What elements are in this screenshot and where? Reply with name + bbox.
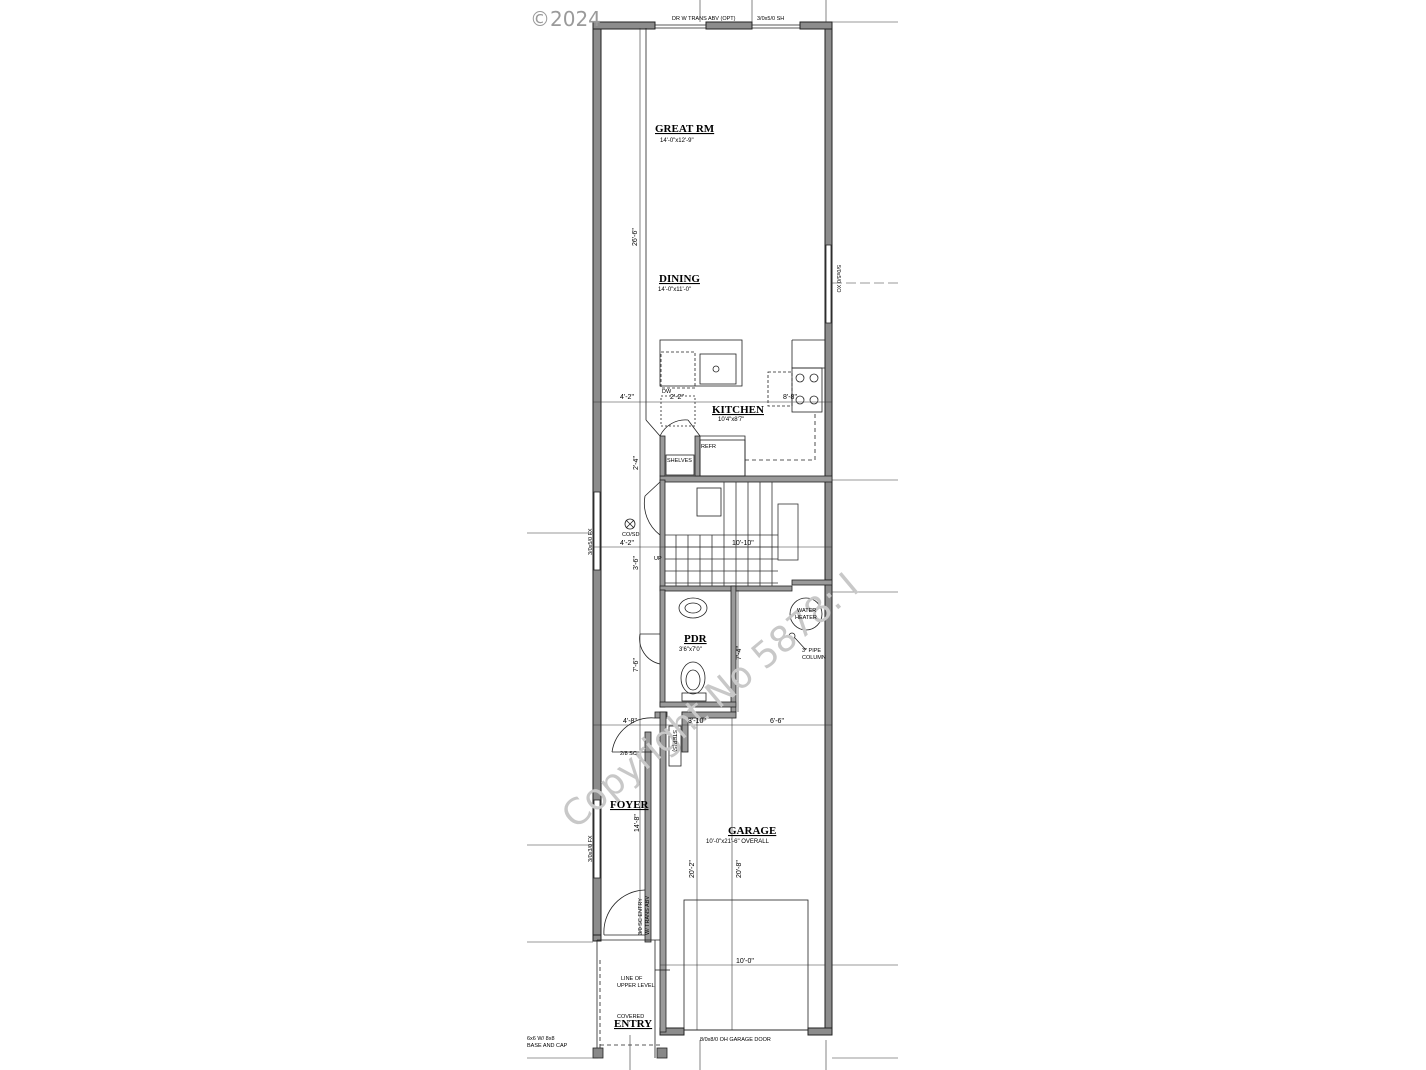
room-pdr-name: PDR bbox=[684, 633, 708, 645]
dim-26-6: 26'-6" bbox=[632, 228, 639, 246]
door-28-label: 2/8 SC bbox=[620, 751, 637, 757]
pipe-column-label-2: COLUMN bbox=[802, 655, 826, 661]
entry-door-label-2: W/ TRANS ABV bbox=[645, 896, 651, 935]
dim-10-0: 10'-0" bbox=[736, 958, 754, 965]
copyright-watermark: ©2024 bbox=[530, 7, 601, 31]
dishwasher-label: DW bbox=[662, 389, 672, 395]
refrigerator-label: REFR bbox=[701, 444, 716, 450]
dim-20-8: 20'-8" bbox=[736, 860, 743, 878]
room-garage-name: GARAGE bbox=[728, 825, 776, 837]
interior-walls bbox=[644, 435, 833, 1033]
dim-7-4: 7'-4" bbox=[736, 646, 743, 660]
room-great-name: GREAT RM bbox=[655, 123, 715, 135]
dim-2-4: 2'-4" bbox=[633, 456, 640, 470]
upper-level-label-1: LINE OF bbox=[621, 976, 643, 982]
dim-8-8: 8'-8" bbox=[783, 394, 797, 401]
post-label-2: BASE AND CAP bbox=[527, 1043, 568, 1049]
dim-7-6: 7'-6" bbox=[633, 658, 640, 672]
dim-4-2-upper: 4'-2" bbox=[620, 394, 634, 401]
top-door-note: DR W TRANS ABV (OPT) bbox=[672, 16, 736, 22]
room-garage-size: 10'-0"x21'-6" OVERALL bbox=[706, 839, 770, 845]
dim-3-10: 3'-10" bbox=[688, 718, 706, 725]
room-pdr-size: 3'6"x7'0" bbox=[679, 647, 702, 653]
dim-4-2-lower: 4'-2" bbox=[620, 540, 634, 547]
room-kitchen-name: KITCHEN bbox=[712, 404, 764, 416]
post-label-1: 6x6 W/ 8x8 bbox=[527, 1036, 555, 1042]
dimension-lines bbox=[527, 0, 898, 1070]
dim-14-8: 14'-8" bbox=[634, 814, 641, 832]
dim-2-2: 2'-2" bbox=[670, 394, 684, 401]
room-foyer-name: FOYER bbox=[610, 799, 650, 811]
garage-door-label: 8/0x8/0 OH GARAGE DOOR bbox=[700, 1037, 771, 1043]
window-right-label: 5/0x5/0 XO bbox=[835, 265, 841, 293]
top-window-note: 3/0x5/0 SH bbox=[757, 16, 784, 22]
room-entry-name: ENTRY bbox=[614, 1018, 652, 1030]
room-kitchen-size: 10'4"x8'7" bbox=[718, 417, 744, 423]
dim-10-10: 10'-10" bbox=[732, 540, 754, 547]
dim-6-6: 6'-6" bbox=[770, 718, 784, 725]
room-entry-sub: COVERED bbox=[617, 1014, 644, 1020]
dim-3-6: 3'-6" bbox=[633, 556, 640, 570]
shelves-label: SHELVES bbox=[667, 458, 692, 464]
window-left-label-2: 3/0x3/0 FX bbox=[588, 835, 594, 862]
upper-level-label-2: UPPER LEVEL bbox=[617, 983, 655, 989]
room-dining-name: DINING bbox=[659, 273, 700, 285]
water-heater-label-2: HEATER bbox=[795, 615, 817, 621]
dim-20-2: 20'-2" bbox=[689, 860, 696, 878]
smoke-detector-label: CO/SD bbox=[622, 532, 639, 538]
water-heater-label-1: WATER bbox=[797, 608, 816, 614]
room-great-size: 14'-0"x12'-9" bbox=[660, 138, 694, 144]
room-dining-size: 14'-0"x11'-0" bbox=[658, 287, 691, 293]
steps-label: STEP(S) bbox=[671, 730, 677, 752]
dim-4-8: 4'-8" bbox=[623, 718, 637, 725]
pipe-column-label-1: 3" PIPE bbox=[802, 648, 821, 654]
window-left-label-1: 3/0x5/0 FX bbox=[588, 528, 594, 555]
plan-lines bbox=[592, 24, 832, 1059]
stair-up-label: UP bbox=[654, 556, 662, 562]
entry-door-label-1: 3/0 SC ENTRY bbox=[638, 898, 644, 935]
